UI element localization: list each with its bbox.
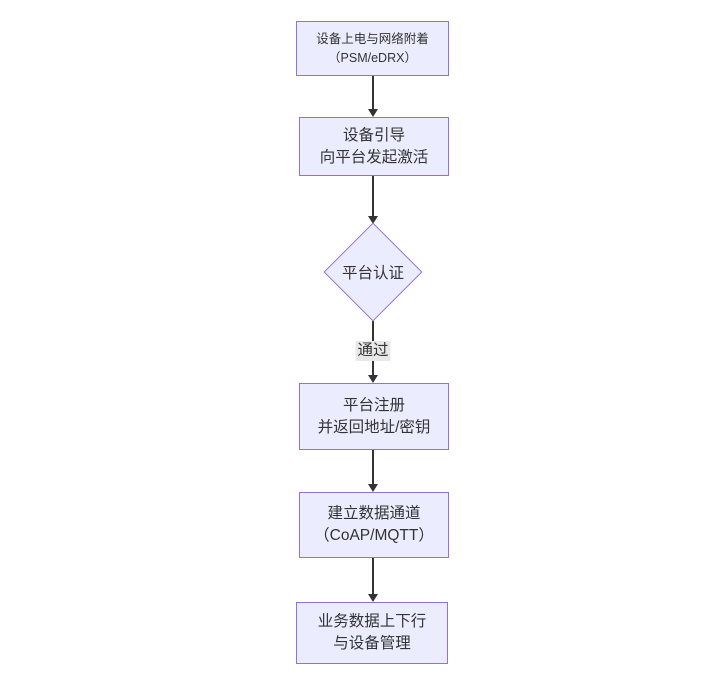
flow-node-data-channel: 建立数据通道 （CoAP/MQTT）: [299, 492, 449, 558]
node-text-line: 建立数据通道: [327, 505, 421, 522]
arrow-head-icon: [368, 216, 378, 224]
edge-label-pass: 通过: [355, 341, 391, 361]
flow-node-device-bootstrap: 设备引导 向平台发起激活: [299, 117, 449, 176]
edge-arrow-a-b: [368, 76, 378, 117]
arrow-head-icon: [368, 109, 378, 117]
node-text-line: 业务数据上下行: [317, 613, 427, 630]
node-text-line: 与设备管理: [333, 635, 411, 652]
arrow-line: [372, 558, 374, 595]
arrow-head-icon: [368, 484, 378, 492]
arrow-head-icon: [368, 375, 378, 383]
node-text-line: 平台注册: [342, 396, 405, 414]
flow-node-platform-auth-decision: 平台认证: [323, 222, 423, 322]
node-text-line: （CoAP/MQTT）: [314, 527, 434, 544]
flow-node-business-data: 业务数据上下行 与设备管理: [296, 602, 448, 664]
edge-arrow-d-e: [368, 450, 378, 492]
edge-arrow-e-f: [368, 558, 378, 602]
arrow-line: [372, 76, 374, 110]
node-text-line: 设备引导: [342, 126, 405, 144]
node-text-line: （PSM/eDRX）: [328, 50, 417, 65]
arrow-line: [372, 176, 374, 217]
arrow-line: [372, 450, 374, 485]
flow-node-platform-register: 平台注册 并返回地址/密钥: [299, 383, 449, 450]
arrow-head-icon: [368, 594, 378, 602]
flow-node-power-network-attach: 设备上电与网络附着 （PSM/eDRX）: [296, 21, 449, 76]
node-text-line: 并返回地址/密钥: [317, 418, 431, 436]
edge-arrow-b-c: [368, 176, 378, 224]
node-text-line: 向平台发起激活: [319, 148, 429, 166]
node-text-line: 设备上电与网络附着: [316, 31, 429, 46]
node-text-line: 平台认证: [341, 265, 404, 282]
